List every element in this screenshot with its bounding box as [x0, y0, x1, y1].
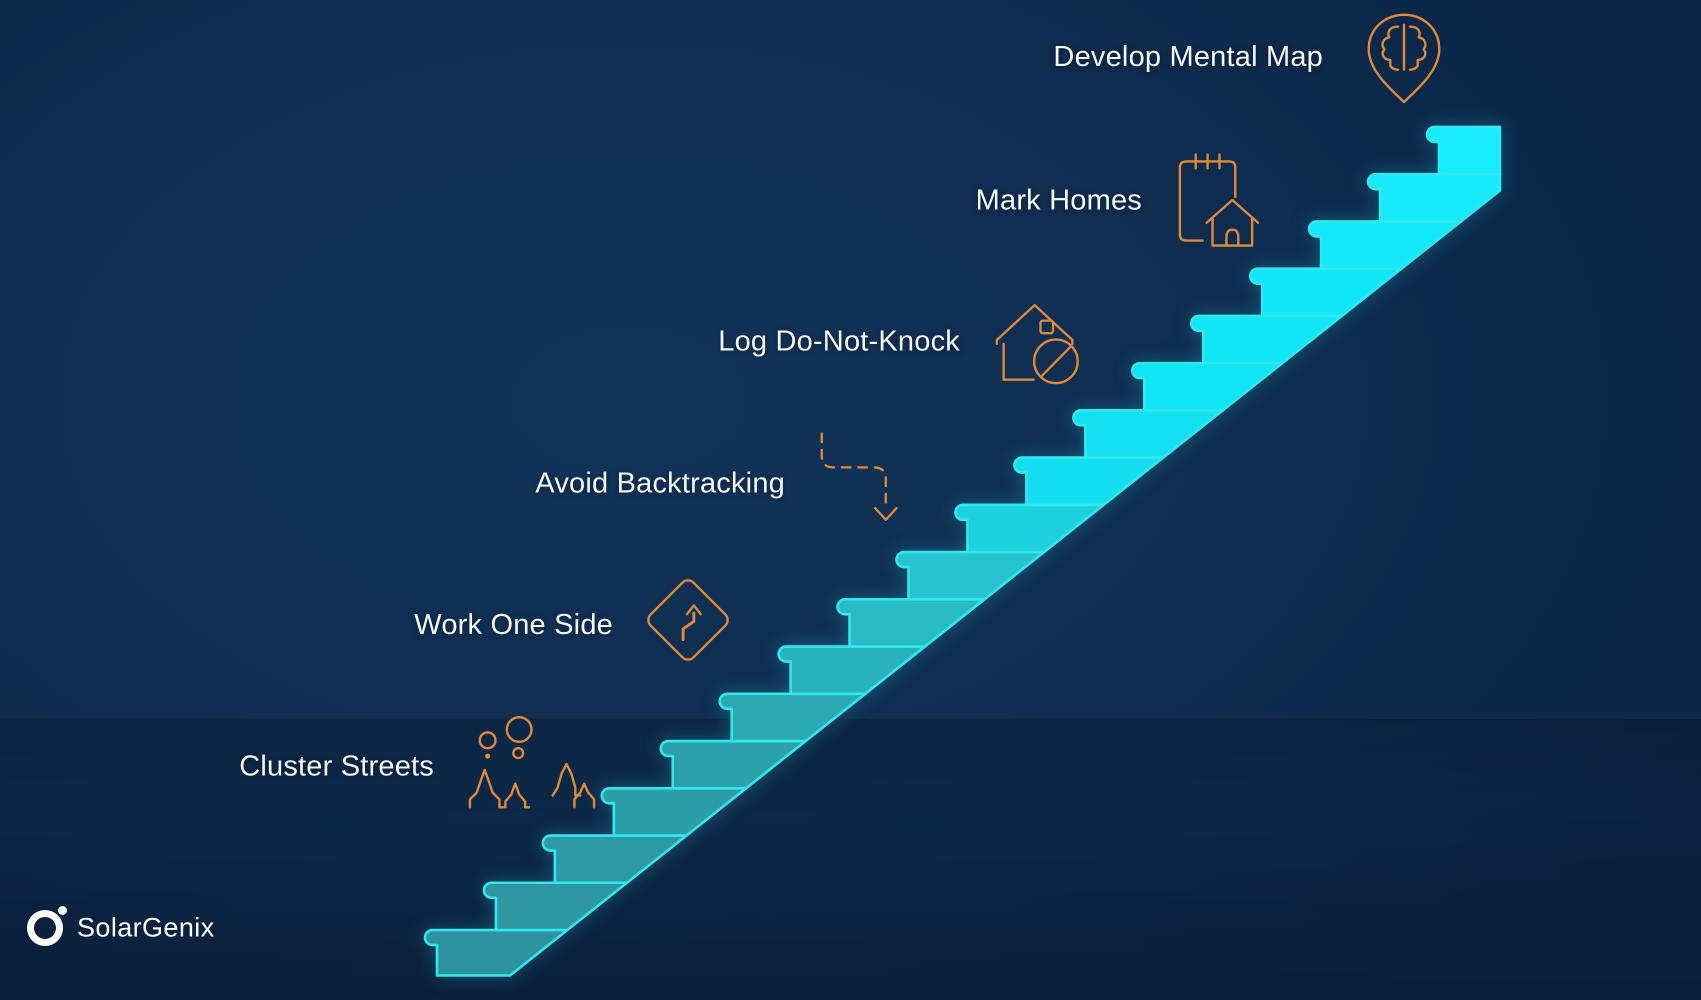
avoid-backtracking-icon [815, 432, 912, 529]
work-one-side-icon [643, 575, 733, 665]
staircase-step [718, 692, 867, 743]
step-label-log-do-not-knock: Log Do-Not-Knock [718, 325, 960, 358]
staircase-step [954, 503, 1105, 554]
step-row-work-one-side: Work One Side [414, 579, 733, 670]
step-label-cluster-streets: Cluster Streets [239, 750, 434, 783]
log-do-not-knock-icon [990, 294, 1087, 387]
staircase-step [1248, 267, 1403, 318]
logo-ring-icon [27, 910, 63, 946]
staircase-step [777, 645, 927, 696]
step-row-log-do-not-knock: Log Do-Not-Knock [718, 296, 1087, 389]
develop-mental-map-icon [1353, 8, 1455, 106]
staircase-step [482, 881, 629, 932]
floor-shading [0, 718, 1701, 1000]
step-label-avoid-backtracking: Avoid Backtracking [535, 467, 785, 500]
staircase-step [1072, 409, 1225, 459]
staircase-step [836, 598, 986, 648]
cluster-streets-icon [464, 711, 598, 810]
staircase-step [1013, 456, 1165, 507]
staircase-step [600, 786, 748, 837]
step-row-cluster-streets: Cluster Streets [239, 715, 598, 817]
brand-name: SolarGenix [77, 912, 215, 943]
step-row-develop-mental-map: Develop Mental Map [1053, 8, 1455, 106]
step-row-mark-homes: Mark Homes [976, 152, 1263, 251]
staircase-step [541, 834, 688, 885]
logo-dot-icon [58, 906, 67, 915]
step-label-work-one-side: Work One Side [414, 608, 613, 641]
staircase-step [1131, 361, 1284, 412]
staircase-step [659, 739, 807, 790]
mark-homes-icon [1172, 152, 1263, 251]
staircase-step [895, 550, 1046, 601]
step-row-avoid-backtracking: Avoid Backtracking [535, 432, 912, 533]
step-label-develop-mental-map: Develop Mental Map [1053, 40, 1323, 73]
staircase-step [1425, 125, 1502, 176]
staircase-step [1307, 220, 1463, 270]
staircase-step [1366, 172, 1502, 223]
staircase-step [1189, 314, 1344, 365]
step-label-mark-homes: Mark Homes [975, 184, 1142, 217]
staircase-step [423, 928, 569, 977]
